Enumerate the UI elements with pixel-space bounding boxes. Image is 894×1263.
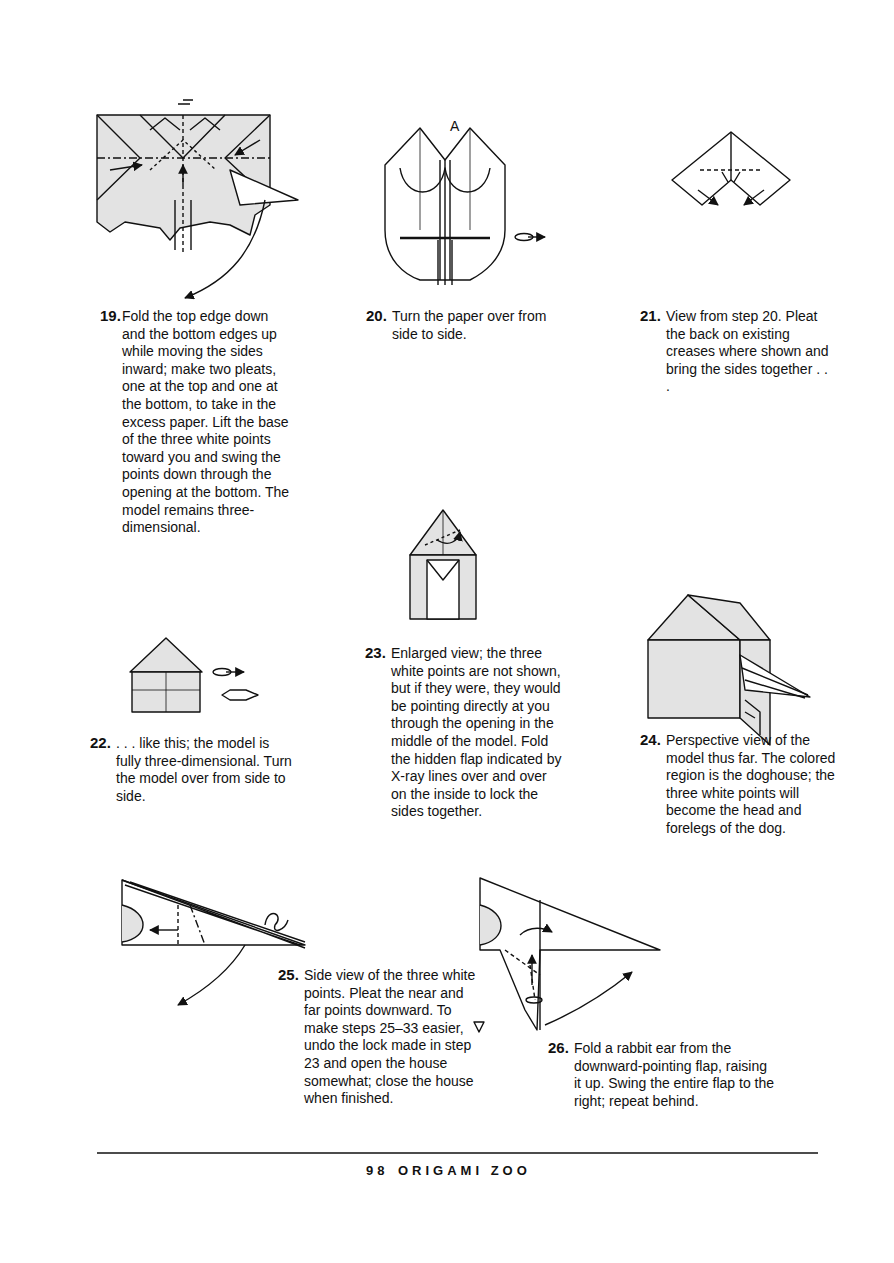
step-caption: Enlarged view; the three white points ar… xyxy=(391,645,563,821)
step-number: 26. xyxy=(548,1039,569,1057)
step-number: 21. xyxy=(640,307,661,325)
step-19-figure xyxy=(97,100,298,298)
step-caption: Perspective view of the model thus far. … xyxy=(666,732,838,838)
step-number: 19. xyxy=(100,307,121,325)
step-number: 22. xyxy=(90,734,111,752)
step-21-figure xyxy=(672,132,790,205)
step-number: 23. xyxy=(365,644,386,662)
footer-rule xyxy=(97,1152,818,1154)
step-26-figure xyxy=(474,878,660,1032)
step-23-figure xyxy=(410,510,476,619)
step-caption: Side view of the three white points. Ple… xyxy=(304,967,476,1108)
step-number: 24. xyxy=(640,731,661,749)
step-24-figure xyxy=(648,595,810,745)
step-22-figure xyxy=(130,638,258,712)
step-number: 20. xyxy=(366,307,387,325)
step-number: 25. xyxy=(278,966,299,984)
step-caption: . . . like this; the model is fully thre… xyxy=(116,735,292,805)
step-caption: Turn the paper over from side to side. xyxy=(392,308,567,343)
step-caption: Fold the top edge down and the bottom ed… xyxy=(122,308,294,537)
step-25-figure xyxy=(122,880,305,1005)
page-number: 98 xyxy=(366,1162,388,1180)
step-caption: Fold a rabbit ear from the downward-poin… xyxy=(574,1040,774,1110)
view-marker: A xyxy=(450,118,466,136)
step-20-figure xyxy=(385,128,545,285)
book-title: ORIGAMI ZOO xyxy=(398,1162,531,1180)
step-caption: View from step 20. Pleat the back on exi… xyxy=(666,308,834,396)
